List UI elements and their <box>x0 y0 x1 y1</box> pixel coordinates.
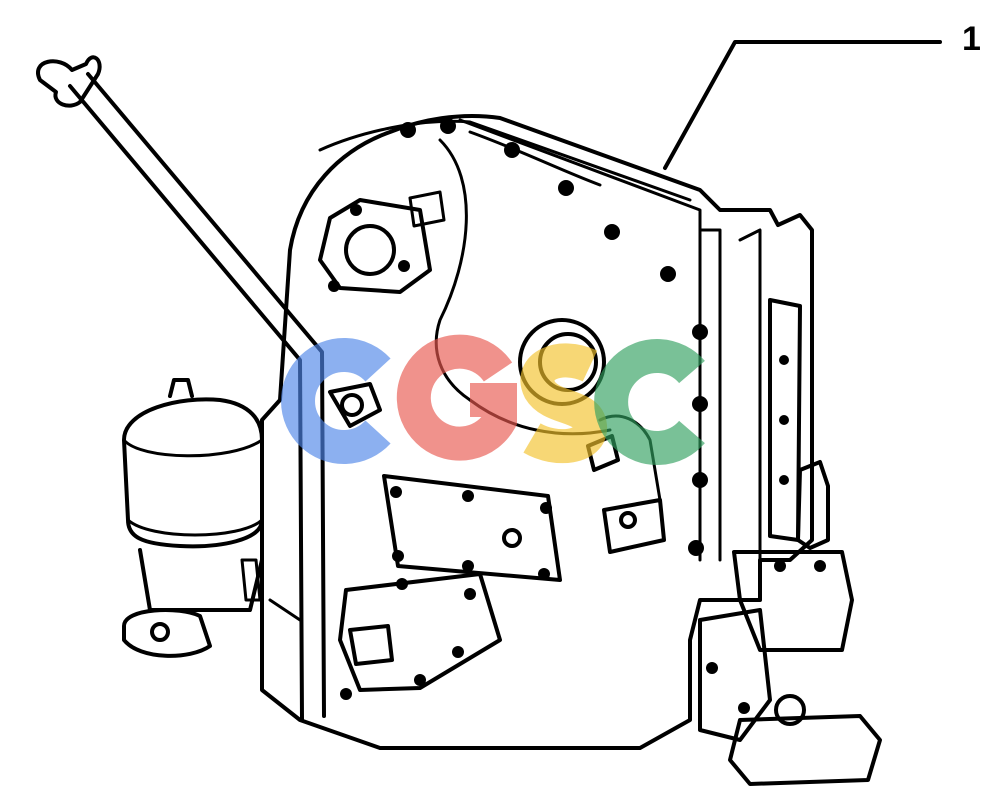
watermark-letter-g-red <box>396 334 517 461</box>
watermark-letter-c-green <box>594 339 705 465</box>
watermark-letter-s-yellow <box>520 343 607 464</box>
side-port <box>328 382 382 428</box>
upper-port-flange <box>318 190 446 294</box>
watermark-logo <box>281 334 705 465</box>
governor-assembly <box>698 460 882 786</box>
oil-filter <box>122 378 264 658</box>
callout-leader-line <box>663 40 942 170</box>
inspection-cover <box>382 474 562 582</box>
right-bracket <box>768 298 802 542</box>
lower-cover <box>338 572 502 700</box>
callout-number: 1 <box>962 20 981 58</box>
flange-bolts <box>400 118 708 556</box>
watermark-letter-c-blue <box>281 338 391 464</box>
